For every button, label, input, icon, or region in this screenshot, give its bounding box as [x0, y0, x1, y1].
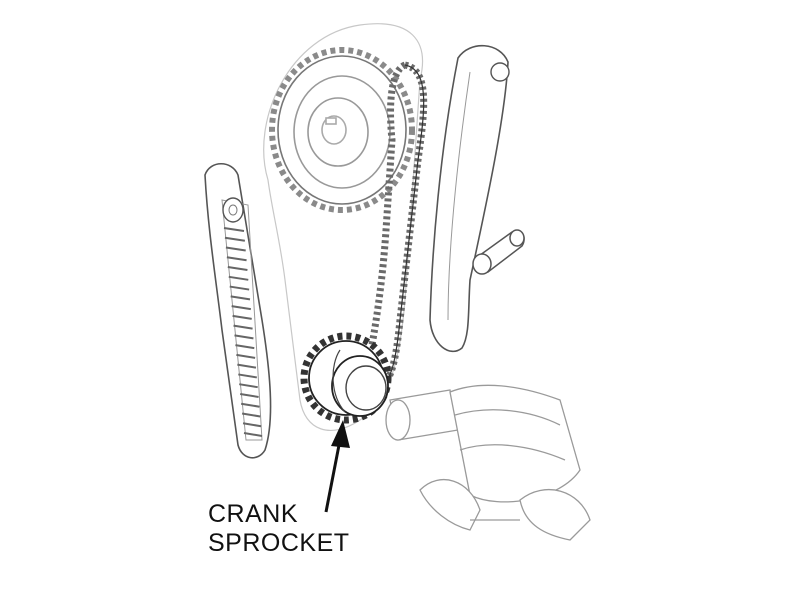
crank-sprocket — [300, 332, 392, 424]
callout-arrow — [324, 420, 350, 513]
tensioner-plunger — [472, 229, 525, 275]
cam-sprocket — [269, 47, 415, 213]
crank-sprocket-label: CRANK SPROCKET — [208, 500, 350, 558]
left-tensioner-guide — [204, 162, 272, 459]
right-chain-guide — [429, 44, 510, 353]
callout-line-2: SPROCKET — [208, 529, 350, 557]
timing-chain — [368, 61, 428, 395]
callout-line-1: CRANK — [208, 500, 299, 528]
crankshaft — [385, 384, 591, 541]
